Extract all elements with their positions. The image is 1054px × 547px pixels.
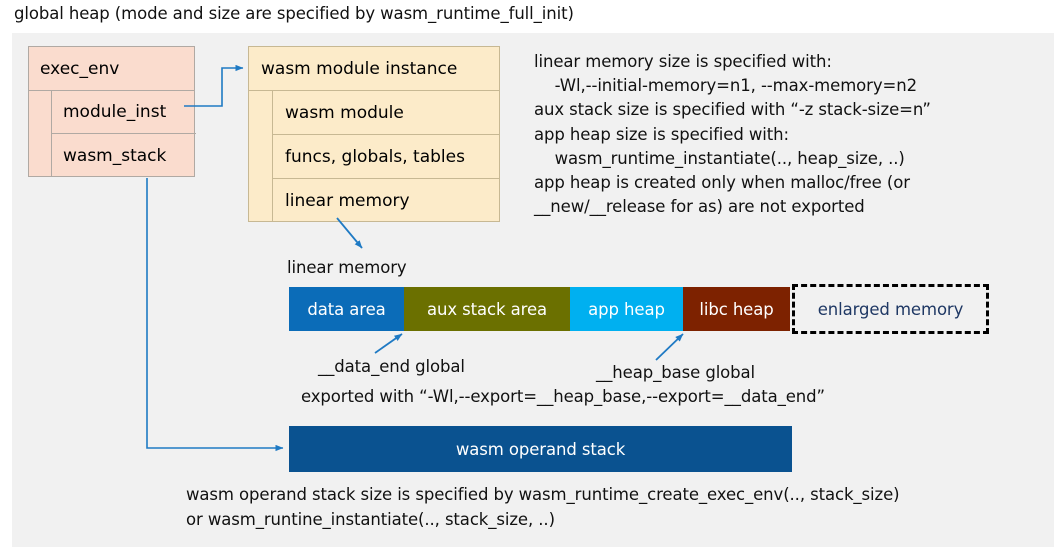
module-instance-gutter (249, 91, 273, 221)
module-instance-field-funcs-globals-tables: funcs, globals, tables (273, 135, 499, 179)
exec-env-field-module-inst: module_inst (52, 91, 196, 134)
module-instance-field-linear-memory: linear memory (285, 191, 410, 211)
annotation-exported: exported with “-Wl,--export=__heap_base,… (301, 387, 825, 406)
exec-env-header: exec_env (29, 47, 194, 91)
exec-env-box: exec_env module_inst wasm_stack (28, 46, 196, 177)
exec-env-field-wasm-stack: wasm_stack (63, 145, 167, 166)
wasm-module-instance-box: wasm module instance wasm module funcs, … (248, 46, 500, 222)
memory-segment-data-area: data area (289, 287, 404, 331)
module-instance-field-wasm-module: wasm module (273, 91, 499, 135)
module-instance-header: wasm module instance (249, 47, 499, 91)
memory-segment-app-heap: app heap (570, 287, 683, 331)
memory-segment-enlarged-memory: enlarged memory (792, 284, 989, 334)
memory-segment-libc-heap: libc heap (683, 287, 790, 331)
exec-env-gutter (29, 91, 52, 177)
wasm-operand-stack-bar: wasm operand stack (289, 426, 792, 472)
memory-segment-aux-stack-area: aux stack area (404, 287, 570, 331)
linear-memory-notes: linear memory size is specified with: -W… (534, 52, 931, 217)
linear-memory-label: linear memory (287, 258, 407, 277)
page-title: global heap (mode and size are specified… (14, 4, 574, 23)
annotation-heap-base: __heap_base global (596, 363, 756, 382)
annotation-data-end: __data_end global (318, 357, 465, 376)
operand-stack-notes: wasm operand stack size is specified by … (186, 485, 900, 529)
